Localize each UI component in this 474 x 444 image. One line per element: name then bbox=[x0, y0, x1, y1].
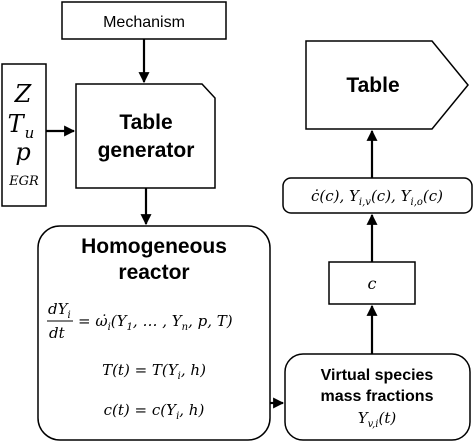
table-entries-label: ċ(c), Yi,v(c), Yi,o(c) bbox=[311, 187, 443, 208]
eq1-numerator: dYi bbox=[48, 300, 71, 321]
input-egr: EGR bbox=[8, 174, 39, 189]
input-tu: Tu bbox=[8, 110, 35, 142]
species-equation: dYi dt = ω̇i(Y1, … , Yn, p, T) bbox=[47, 300, 233, 342]
table-entries-node: ċ(c), Yi,v(c), Yi,o(c) bbox=[282, 177, 473, 214]
arrows bbox=[46, 39, 378, 409]
inputs-node: Z Tu p EGR bbox=[1, 63, 47, 207]
table-generator-line1: Table bbox=[119, 111, 172, 134]
temperature-equation: T(t) = T(Yi, h) bbox=[102, 361, 206, 382]
reactor-title-line1: Homogeneous bbox=[81, 235, 227, 258]
virtual-species-node: Virtual species mass fractions Yv,i(t) bbox=[284, 353, 471, 441]
table-generator-line2: generator bbox=[98, 139, 195, 162]
homogeneous-reactor-node: Homogeneous reactor dYi dt = ω̇i(Y1, … ,… bbox=[37, 225, 271, 441]
table-node: Table bbox=[305, 40, 469, 130]
table-generator-node: Table generator bbox=[75, 83, 216, 189]
virtual-species-formula: Yv,i(t) bbox=[358, 409, 397, 430]
progress-variable-equation: c(t) = c(Yi, h) bbox=[104, 401, 205, 422]
reactor-title-line2: reactor bbox=[118, 261, 189, 284]
mechanism-label: Mechanism bbox=[103, 14, 185, 31]
mechanism-node: Mechanism bbox=[61, 1, 227, 40]
input-z: Z bbox=[14, 80, 33, 108]
table-label: Table bbox=[346, 74, 399, 97]
input-p: p bbox=[15, 138, 30, 166]
eq1-rhs: = ω̇i(Y1, … , Yn, p, T) bbox=[78, 312, 233, 333]
virtual-species-line2: mass fractions bbox=[321, 388, 434, 405]
progress-variable-node: c bbox=[328, 261, 416, 305]
virtual-species-line1: Virtual species bbox=[321, 367, 434, 384]
eq1-denominator: dt bbox=[49, 324, 66, 342]
progress-variable-label: c bbox=[368, 274, 377, 293]
